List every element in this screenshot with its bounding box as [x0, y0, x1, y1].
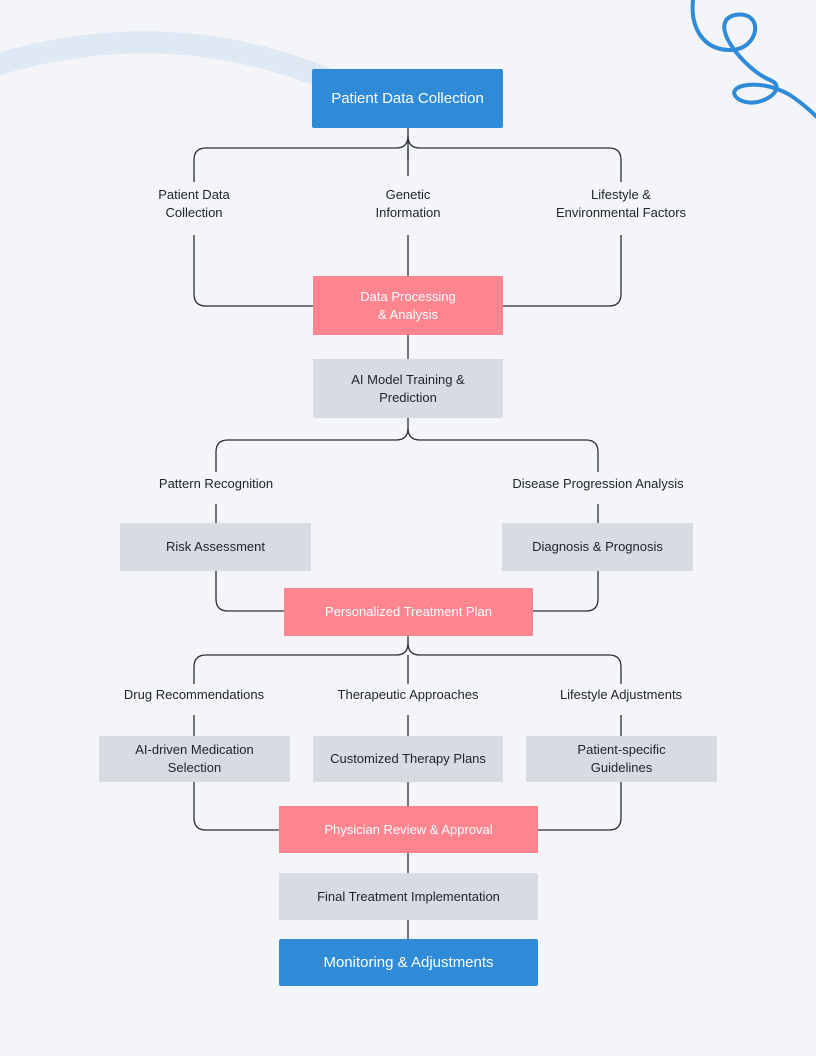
- connector-split-1: [193, 135, 622, 182]
- patient-data-collection-node: Patient Data Collection: [312, 69, 503, 128]
- monitoring-adjustments-node: Monitoring & Adjustments: [279, 939, 538, 986]
- diagnosis-prognosis-node: Diagnosis & Prognosis: [502, 523, 693, 571]
- physician-review-node: Physician Review & Approval: [279, 806, 538, 853]
- connector-risk-plan: [215, 571, 284, 612]
- connector-diagnosis-plan: [533, 571, 599, 612]
- risk-assessment-node: Risk Assessment: [120, 523, 311, 571]
- connector-merge-right: [503, 235, 622, 307]
- connector-split-2: [215, 427, 599, 472]
- personalized-treatment-plan-node: Personalized Treatment Plan: [284, 588, 533, 636]
- medication-selection-node: AI-driven Medication Selection: [99, 736, 290, 782]
- connector-merge-left: [193, 235, 313, 307]
- label-patient-data: Patient Data Collection: [154, 186, 234, 222]
- data-processing-node: Data Processing & Analysis: [313, 276, 503, 335]
- label-genetic-information: Genetic Information: [371, 186, 445, 222]
- customized-therapy-node: Customized Therapy Plans: [313, 736, 503, 782]
- label-lifestyle-environmental: Lifestyle & Environmental Factors: [551, 186, 691, 222]
- connector-guidelines-review: [538, 782, 622, 831]
- label-lifestyle-adjustments: Lifestyle Adjustments: [555, 686, 687, 704]
- decorative-arc: [0, 31, 335, 91]
- patient-guidelines-node: Patient-specific Guidelines: [526, 736, 717, 782]
- label-drug-recommendations: Drug Recommendations: [119, 686, 269, 704]
- connector-split-3: [193, 642, 622, 684]
- ai-model-training-node: AI Model Training & Prediction: [313, 359, 503, 418]
- connector-medication-review: [193, 782, 279, 831]
- label-disease-progression: Disease Progression Analysis: [508, 475, 688, 493]
- label-therapeutic-approaches: Therapeutic Approaches: [333, 686, 483, 704]
- label-pattern-recognition: Pattern Recognition: [154, 475, 278, 493]
- squiggle-decoration: [690, 0, 816, 119]
- final-implementation-node: Final Treatment Implementation: [279, 873, 538, 920]
